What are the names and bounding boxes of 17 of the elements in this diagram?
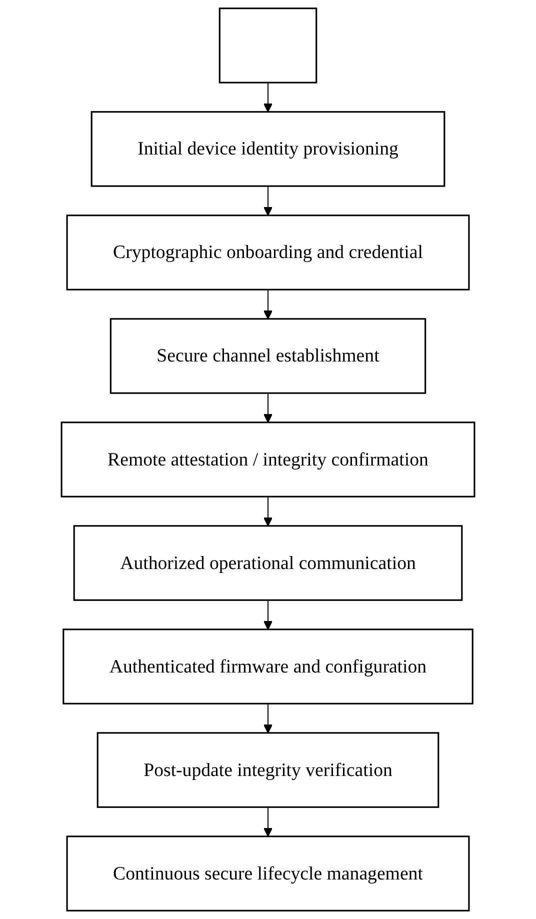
arrow — [263, 704, 273, 734]
node-box: Authenticated firmware and configuration — [62, 628, 474, 704]
node-box — [218, 8, 318, 84]
node-box: Authorized operational communication — [73, 525, 463, 601]
node-box: Remote attestation / integrity confirmation — [60, 422, 476, 498]
arrow — [263, 600, 273, 630]
arrow — [263, 393, 273, 423]
arrow — [263, 82, 273, 112]
arrow — [263, 496, 273, 526]
node-box: Continuous secure lifecycle management — [66, 836, 470, 912]
arrow — [263, 807, 273, 837]
arrow — [263, 290, 273, 320]
node-box: Initial device identity provisioning — [90, 111, 446, 187]
node-box: Post-update integrity verification — [96, 732, 440, 808]
node-box: Secure channel establishment — [110, 318, 426, 394]
node-box: Cryptographic onboarding and credential — [66, 214, 470, 290]
arrow — [263, 186, 273, 216]
